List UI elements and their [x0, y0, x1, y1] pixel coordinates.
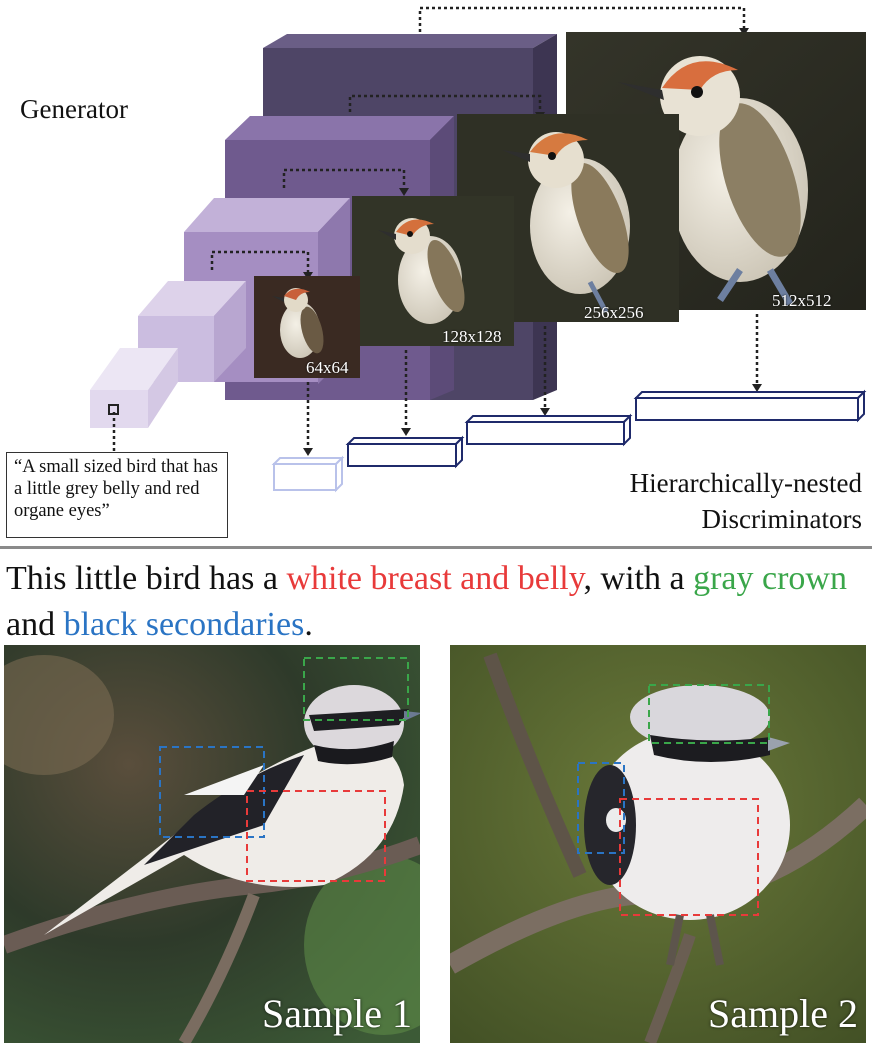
- section-divider: [0, 546, 872, 549]
- discriminator-slab-128: [345, 435, 465, 469]
- res-label-512: 512x512: [772, 291, 832, 310]
- discriminator-arrowheads: [303, 384, 762, 456]
- sentence-blue-phrase: black secondaries: [63, 606, 305, 643]
- sample-2-label: Sample 2: [708, 991, 858, 1036]
- text-caption: “A small sized bird that has a little gr…: [14, 457, 218, 522]
- discriminator-slab-64: [271, 455, 345, 493]
- sentence-red-phrase: white breast and belly: [286, 560, 584, 597]
- discriminator-slab-256: [464, 413, 633, 447]
- text-caption-box: “A small sized bird that has a little gr…: [6, 452, 228, 538]
- discriminator-label: Hierarchically-nested Discriminators: [560, 466, 862, 538]
- conditioning-sentence: This little bird has a white breast and …: [6, 556, 868, 648]
- generated-image-128: [352, 196, 514, 346]
- res-label-256: 256x256: [584, 303, 644, 322]
- sentence-part-3: and: [6, 606, 64, 643]
- generated-image-64: [254, 276, 360, 378]
- res-label-64: 64x64: [306, 358, 349, 377]
- sample-2-image: Sample 2: [450, 645, 866, 1043]
- gan-architecture-diagram: 64x64 128x128 256x256 512x512: [90, 6, 867, 493]
- sentence-part-2: , with a: [583, 560, 694, 597]
- discriminator-label-line-1: Hierarchically-nested: [629, 468, 862, 498]
- sample-1-image: Sample 1: [4, 645, 420, 1043]
- res-label-128: 128x128: [442, 327, 502, 346]
- discriminator-slab-512: [633, 389, 867, 423]
- sentence-green-phrase: gray crown: [693, 560, 847, 597]
- sentence-part-4: .: [304, 606, 313, 643]
- generator-dotted-arrows: [112, 6, 746, 460]
- generator-label: Generator: [20, 94, 128, 124]
- sample-1-label: Sample 1: [262, 991, 412, 1036]
- sentence-part-1: This little bird has a: [6, 560, 287, 597]
- generator-block-5: [90, 348, 178, 428]
- discriminator-dotted-arrows: [306, 314, 759, 448]
- discriminator-label-line-2: Discriminators: [701, 503, 862, 534]
